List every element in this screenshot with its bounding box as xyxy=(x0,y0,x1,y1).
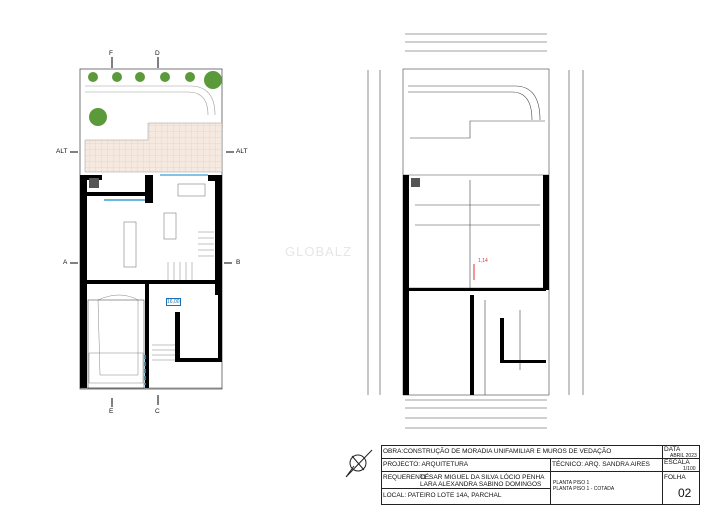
right-walls xyxy=(403,175,549,395)
sheet-title-1: PLANTA PISO 1 xyxy=(553,480,590,486)
projecto-text: PROJECTO: ARQUITETURA xyxy=(383,461,469,468)
highlight-dimension: 1,14 xyxy=(478,258,488,264)
section-mark-f: F xyxy=(109,50,113,57)
tecnico-text: TÉCNICO: ARQ. SANDRA AIRES xyxy=(552,461,650,468)
obra-text: OBRA:CONSTRUÇÃO DE MORADIA UNIFAMILIAR E… xyxy=(383,448,612,455)
requerente-2: LARA ALEXANDRA SABINO DOMINGOS xyxy=(420,481,542,488)
requerente-1: CÉSAR MIGUEL DA SILVA LÓCIO PENHA xyxy=(420,474,545,481)
section-mark-alt-right: ALT xyxy=(236,148,248,155)
section-mark-e: E xyxy=(109,408,114,415)
folha-value: 02 xyxy=(678,486,692,500)
folha-label: FOLHA xyxy=(664,474,686,481)
local-text: LOCAL: PATEIRO LOTE 14A, PARCHAL xyxy=(383,492,502,499)
tree-icons xyxy=(88,71,222,126)
room-area-label: 16,00 xyxy=(166,298,181,306)
section-mark-d: D xyxy=(155,50,160,57)
section-mark-a: A xyxy=(63,259,68,266)
section-mark-b: B xyxy=(236,259,241,266)
walls xyxy=(80,175,222,388)
escala-value: 1/100 xyxy=(683,466,696,472)
sheet-title-2: PLANTA PISO 1 - COTADA xyxy=(553,486,615,492)
section-mark-alt-left: ALT xyxy=(56,148,68,155)
watermark: GLOBALZ xyxy=(285,244,352,259)
escala-label: ESCALA xyxy=(664,459,690,466)
data-label: DATA xyxy=(664,446,681,453)
plan-left xyxy=(79,68,223,390)
section-markers xyxy=(70,57,234,407)
section-mark-c: C xyxy=(155,408,160,415)
data-value: ABRIL 2023 xyxy=(670,453,697,459)
requerente-label: REQUERENTE: xyxy=(383,474,430,481)
